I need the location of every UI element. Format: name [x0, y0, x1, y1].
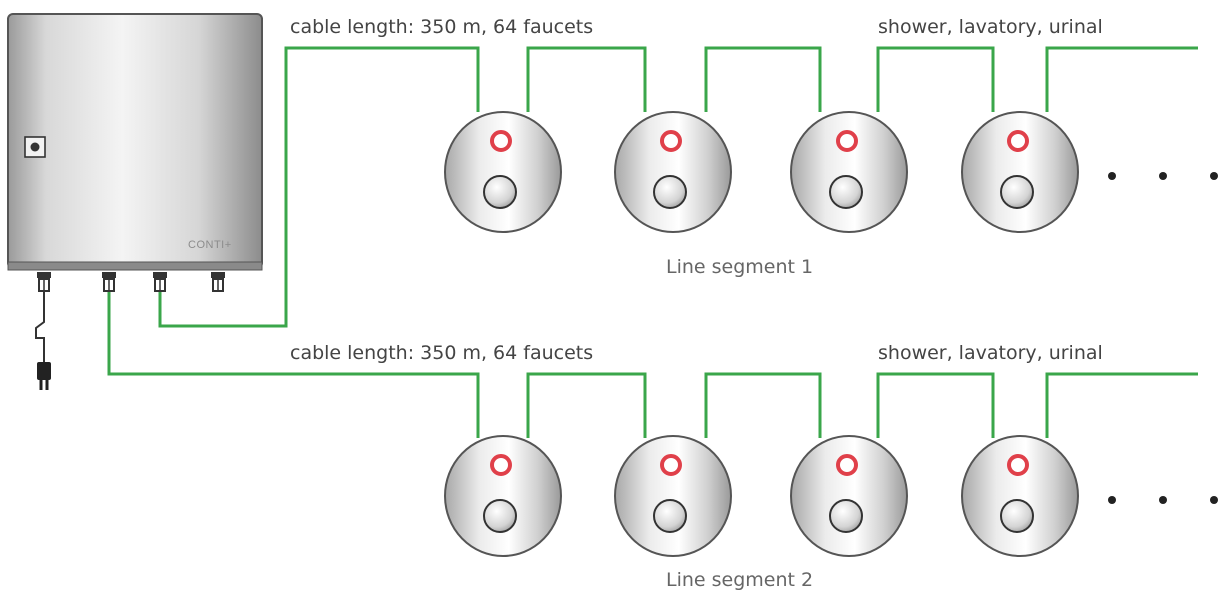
power-plug-icon: [35, 292, 51, 390]
status-led-icon: [660, 130, 682, 152]
status-led-icon: [1007, 130, 1029, 152]
push-button-icon: [829, 499, 863, 533]
faucet-sensor-plate: [961, 435, 1079, 557]
line-segment-label-1: Line segment 1: [666, 256, 813, 278]
faucet-sensor-plate: [614, 111, 732, 233]
status-led-icon: [1007, 454, 1029, 476]
cable-line-segment-2: [107, 292, 1198, 438]
faucet-sensor-plate: [614, 435, 732, 557]
faucet-row-2: [444, 435, 1218, 557]
fixtures-label-1: shower, lavatory, urinal: [878, 16, 1103, 38]
push-button-icon: [829, 175, 863, 209]
ellipsis-icon: [1108, 172, 1218, 180]
controller-unit: CONTI+: [7, 13, 263, 390]
push-button-icon: [483, 499, 517, 533]
faucet-sensor-plate: [790, 435, 908, 557]
controller-bottom-rail: [7, 261, 263, 271]
push-button-icon: [483, 175, 517, 209]
controller-brand-logo: CONTI+: [188, 239, 232, 251]
cable-gland-icon: [153, 272, 167, 292]
status-led-icon: [836, 130, 858, 152]
faucet-sensor-plate: [790, 111, 908, 233]
status-led-icon: [490, 454, 512, 476]
push-button-icon: [653, 175, 687, 209]
ellipsis-icon: [1108, 496, 1218, 504]
lock-icon: [24, 136, 46, 158]
fixtures-label-2: shower, lavatory, urinal: [878, 342, 1103, 364]
line-segment-label-2: Line segment 2: [666, 569, 813, 591]
cable-length-label-2: cable length: 350 m, 64 faucets: [290, 342, 593, 364]
status-led-icon: [490, 130, 512, 152]
push-button-icon: [1000, 499, 1034, 533]
cable-line-segment-1: [158, 46, 1198, 328]
faucet-row-1: [444, 111, 1218, 233]
push-button-icon: [1000, 175, 1034, 209]
status-led-icon: [660, 454, 682, 476]
cable-gland-icon: [102, 272, 116, 292]
faucet-sensor-plate: [961, 111, 1079, 233]
cable-gland-icon: [37, 272, 51, 292]
faucet-sensor-plate: [444, 435, 562, 557]
status-led-icon: [836, 454, 858, 476]
cable-gland-icon: [211, 272, 225, 292]
push-button-icon: [653, 499, 687, 533]
faucet-sensor-plate: [444, 111, 562, 233]
cable-length-label-1: cable length: 350 m, 64 faucets: [290, 16, 593, 38]
controller-housing: [7, 13, 263, 269]
